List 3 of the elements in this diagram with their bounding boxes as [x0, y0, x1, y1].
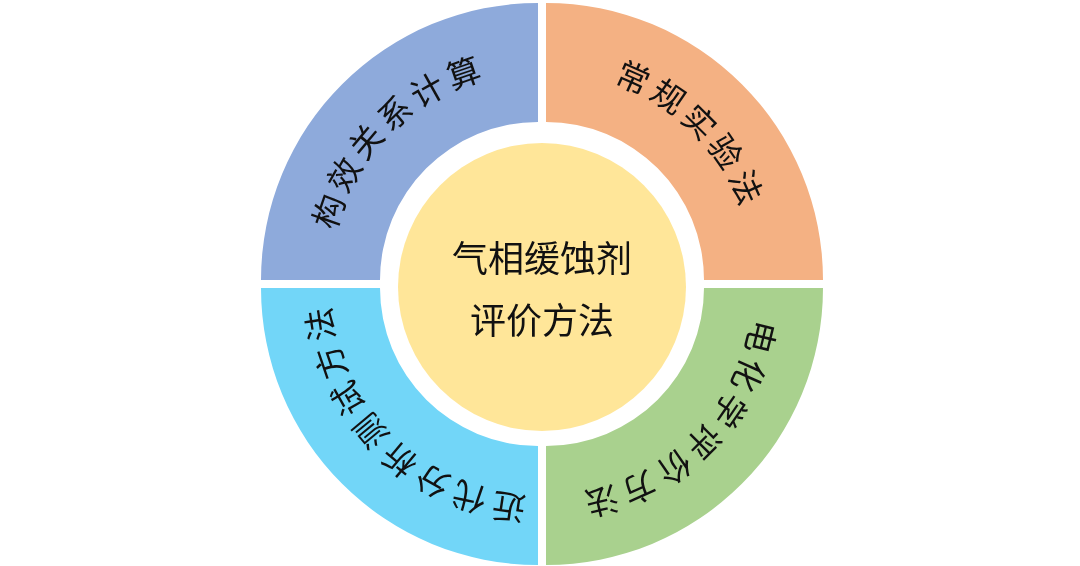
ring-segment	[546, 288, 823, 565]
curved-label: 常规实验法	[609, 53, 773, 217]
curved-label: 构效关系计算	[304, 46, 492, 234]
